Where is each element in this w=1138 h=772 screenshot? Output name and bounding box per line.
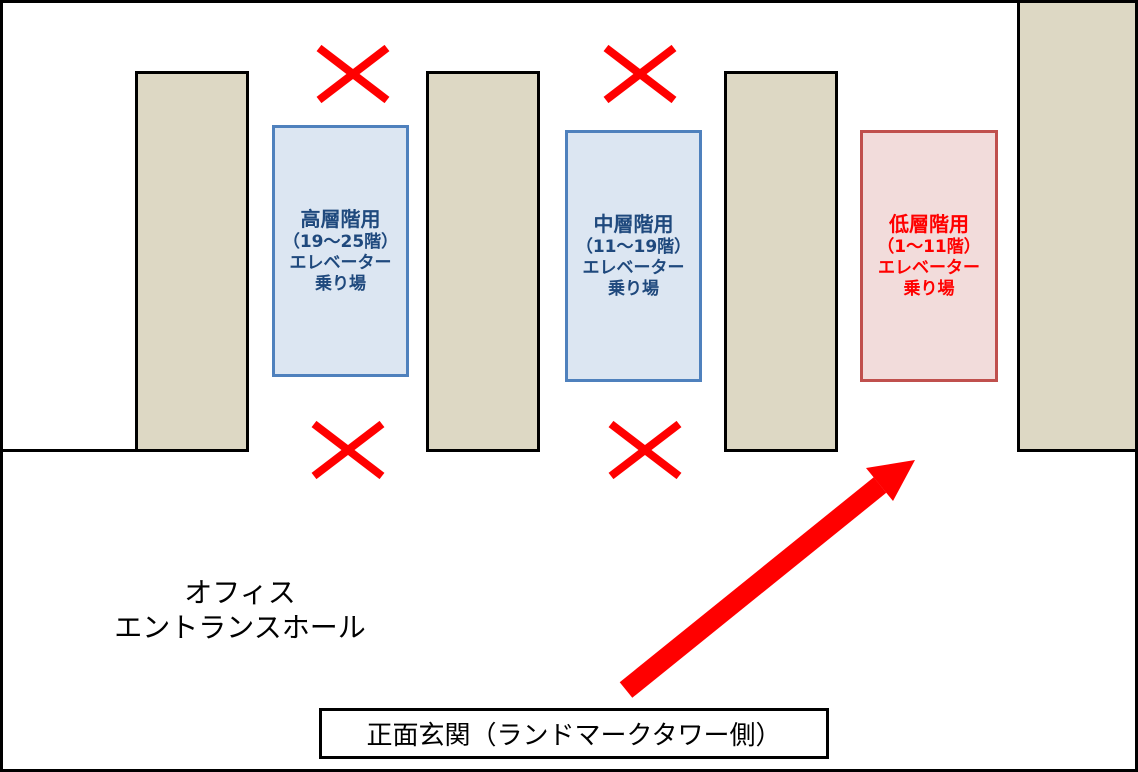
pillar-1 (135, 71, 249, 452)
hall-label-line1: オフィス (184, 576, 296, 609)
zone-label: 乗り場 (608, 279, 659, 300)
elevator-hall-high: 高層階用 （19～25階） エレベーター 乗り場 (272, 125, 409, 377)
elevator-hall-low: 低層階用 （1～11階） エレベーター 乗り場 (860, 130, 998, 382)
hall-label-line2: エントランスホール (114, 611, 366, 644)
x-mark-icon (311, 420, 385, 480)
wall-line (0, 449, 136, 452)
pillar-3 (724, 71, 838, 452)
zone-range: （11～19階） (575, 236, 692, 257)
zone-label: エレベーター (878, 257, 980, 278)
main-entrance-label: 正面玄関（ランドマークタワー側） (366, 721, 782, 751)
zone-label: 乗り場 (903, 279, 955, 300)
zone-title: 中層階用 (593, 211, 674, 236)
office-entrance-hall-label: オフィス エントランスホール (100, 575, 380, 645)
x-mark-icon (316, 44, 390, 104)
zone-title: 低層階用 (889, 211, 969, 236)
main-entrance-box: 正面玄関（ランドマークタワー側） (319, 708, 829, 759)
zone-label: エレベーター (582, 257, 685, 278)
zone-title: 高層階用 (300, 206, 381, 231)
zone-label: 乗り場 (315, 274, 366, 295)
zone-range: （19～25階） (282, 231, 399, 252)
x-mark-icon (603, 44, 677, 104)
pillar-2 (426, 71, 540, 452)
zone-range: （1～11階） (877, 236, 981, 257)
zone-label: エレベーター (289, 252, 392, 273)
elevator-hall-mid: 中層階用 （11～19階） エレベーター 乗り場 (565, 130, 702, 382)
pillar-4 (1017, 0, 1138, 452)
x-mark-icon (608, 420, 682, 480)
